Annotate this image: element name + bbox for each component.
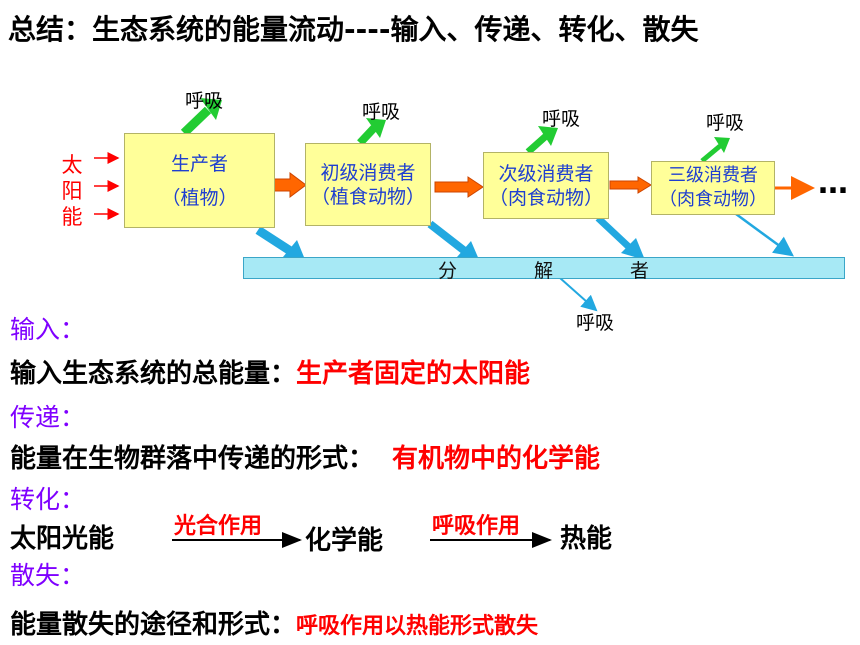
- input-label: 输入生态系统的总能量：: [10, 359, 297, 389]
- transfer-line: 能量在生物群落中传递的形式： 有机物中的化学能: [10, 438, 600, 475]
- ellipsis: …: [818, 166, 848, 201]
- secondary-consumer-label: 次级消费者: [498, 162, 594, 185]
- tertiary-consumer-sublabel: （肉食动物）: [659, 189, 767, 210]
- chemical-energy: 化学能: [305, 526, 384, 556]
- respiration-arrow-3: [525, 126, 558, 155]
- photosynthesis-label: 光合作用: [174, 514, 263, 539]
- respiration-arrow-4: [700, 137, 730, 163]
- decomposer-arrow-4: [735, 212, 795, 257]
- decomposer-bar: 分 解 者: [243, 257, 845, 282]
- secondary-consumer-sublabel: （肉食动物）: [488, 186, 603, 209]
- sun-char-1: 太: [61, 153, 83, 177]
- primary-consumer-label: 初级消费者: [320, 161, 416, 184]
- transfer-value: 有机物中的化学能: [392, 444, 601, 474]
- loss-line: 能量散失的途径和形式：呼吸作用以热能形式散失: [10, 604, 538, 641]
- decomposer-char-2: 解: [534, 260, 554, 282]
- input-heading: 输入：: [10, 315, 86, 344]
- respiration-label-2: 呼吸: [362, 101, 401, 123]
- transfer-label: 能量在生物群落中传递的形式：: [10, 444, 375, 474]
- transfer-heading: 传递：: [10, 403, 86, 432]
- secondary-consumer-box: 次级消费者 （肉食动物）: [483, 152, 609, 219]
- respiration-process-label: 呼吸作用: [432, 514, 521, 539]
- loss-value: 呼吸作用以热能形式散失: [296, 614, 539, 639]
- tertiary-consumer-label: 三级消费者: [668, 165, 758, 186]
- heat-energy: 热能: [560, 524, 613, 554]
- primary-consumer-box: 初级消费者 （植食动物）: [305, 143, 431, 226]
- flow-arrow-2: [434, 176, 484, 198]
- sun-char-3: 能: [61, 205, 83, 229]
- primary-consumer-sublabel: （植食动物）: [310, 185, 425, 208]
- decomposer-char-3: 者: [630, 260, 650, 282]
- tertiary-consumer-box: 三级消费者 （肉食动物）: [651, 161, 775, 215]
- loss-heading: 散失：: [10, 561, 86, 590]
- respiration-label-3: 呼吸: [542, 108, 581, 130]
- respiration-label-4: 呼吸: [706, 112, 745, 134]
- solar-energy: 太阳光能: [10, 524, 115, 554]
- decomposer-arrow-3: [595, 215, 645, 260]
- sun-char-2: 阳: [61, 179, 83, 203]
- sun-energy-label: 太 阳 能: [58, 152, 86, 230]
- producer-label: 生产者: [170, 152, 228, 175]
- respiration-arrow-2: [357, 118, 386, 146]
- decomposer-arrow-2: [427, 220, 480, 262]
- respiration-label-1: 呼吸: [185, 90, 224, 112]
- respiration-label-decomposer: 呼吸: [576, 312, 615, 334]
- convert-heading: 转化：: [10, 485, 86, 514]
- input-value: 生产者固定的太阳能: [296, 359, 531, 389]
- page-title: 总结：生态系统的能量流动----输入、传递、转化、散失: [8, 13, 699, 46]
- decomposer-arrow-1: [255, 226, 306, 262]
- flow-arrow-3: [609, 176, 652, 194]
- input-line: 输入生态系统的总能量：生产者固定的太阳能: [10, 353, 530, 390]
- respiration-arrow-1: [180, 98, 222, 137]
- decomposer-char-1: 分: [438, 260, 458, 282]
- decomposer-respiration-arrow: [559, 277, 598, 312]
- producer-sublabel: （植物）: [161, 186, 238, 209]
- loss-label: 能量散失的途径和形式：: [10, 610, 297, 640]
- producer-box: 生产者 （植物）: [124, 133, 275, 228]
